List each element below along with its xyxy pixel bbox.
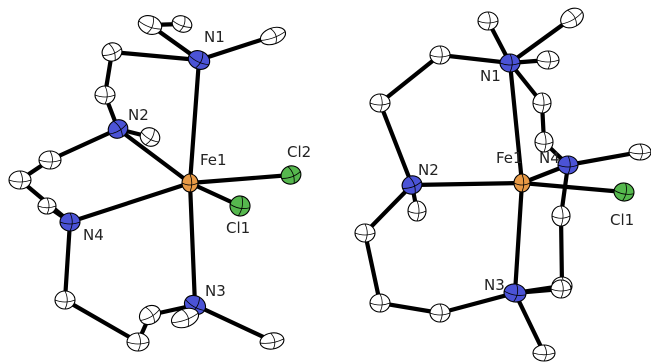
bond-Fe1-N1 — [507, 60, 525, 186]
bond-Fe1-Cl1 — [519, 180, 627, 195]
bond-N3-C10 — [512, 290, 547, 356]
atom-label-N2: N2 — [418, 161, 439, 179]
atom-N1 — [499, 53, 521, 73]
bond-N3-C11 — [437, 290, 518, 316]
atom-C6 — [628, 143, 651, 161]
bond-Fe1-Cl2 — [187, 172, 294, 186]
atom-C9 — [54, 290, 76, 310]
bond-N1-C2 — [507, 15, 575, 66]
bond-Fe1-N1 — [187, 57, 202, 186]
atom-label-Fe1: Fe1 — [496, 149, 523, 167]
atom-C7 — [8, 170, 32, 190]
bond-C9-C10 — [62, 297, 141, 345]
atom-C3 — [259, 26, 287, 46]
atom-Fe1 — [181, 173, 199, 193]
bond-C12-C13 — [362, 230, 383, 306]
atom-C13 — [354, 223, 376, 243]
atom-Fe1 — [513, 173, 531, 193]
bond-C16-N1 — [437, 52, 513, 66]
bond-C7-C8 — [558, 213, 565, 289]
atom-C11 — [138, 304, 162, 326]
atom-label-N4: N4 — [539, 149, 560, 167]
atom-C1 — [137, 15, 163, 35]
atom-C10 — [532, 344, 556, 362]
bond-N2-C6 — [47, 126, 121, 163]
atom-N2 — [107, 119, 129, 139]
atom-Cl2 — [280, 165, 302, 185]
atom-label-N3: N3 — [484, 276, 505, 294]
bond-N4-C9 — [62, 219, 73, 303]
atom-N2 — [401, 175, 423, 195]
atom-N4 — [59, 212, 81, 232]
atom-N4 — [557, 155, 579, 175]
bond-N2-C15 — [377, 100, 415, 188]
bond-Fe1-N3 — [512, 180, 525, 296]
atom-C14 — [407, 200, 427, 222]
atom-C11 — [429, 303, 451, 323]
atom-C2 — [101, 42, 123, 62]
bond-C15-C16 — [377, 52, 443, 106]
atom-N3 — [503, 283, 527, 303]
atom-C1 — [477, 11, 499, 31]
atom-label-Cl2: Cl2 — [287, 143, 311, 161]
bond-N3-C12 — [192, 302, 275, 344]
atom-C9 — [550, 279, 572, 299]
bond-Fe1-N4 — [67, 180, 193, 225]
atom-N1 — [187, 50, 211, 70]
atom-Cl1 — [613, 182, 635, 202]
atom-C2 — [560, 7, 584, 29]
atom-label-N4: N4 — [83, 226, 104, 244]
atom-C14 — [171, 15, 193, 33]
atom-label-Cl1: Cl1 — [610, 211, 634, 229]
atom-C13 — [170, 307, 200, 329]
bond-C13-N2 — [362, 182, 415, 236]
atom-label-N1: N1 — [204, 28, 225, 46]
atom-layer — [8, 15, 302, 352]
atom-C5 — [139, 127, 161, 147]
bond-Fe1-N2 — [115, 126, 193, 186]
atom-C5 — [534, 131, 554, 153]
atom-C7 — [551, 205, 571, 227]
atom-C3 — [536, 50, 560, 70]
atom-layer — [354, 7, 651, 362]
atom-C12 — [259, 332, 285, 350]
atom-C6 — [38, 150, 62, 170]
atom-C15 — [369, 93, 391, 113]
atom-C8 — [37, 197, 57, 215]
atom-label-N2: N2 — [128, 106, 149, 124]
atom-label-Fe1: Fe1 — [200, 151, 227, 169]
atom-label-N3: N3 — [205, 282, 226, 300]
atom-label-N1: N1 — [480, 67, 501, 85]
atom-C10 — [126, 332, 150, 352]
atom-label-Cl1: Cl1 — [226, 219, 250, 237]
bond-Fe1-N3 — [187, 180, 198, 308]
atom-C16 — [429, 45, 451, 65]
atom-C4 — [94, 85, 116, 105]
bond-N1-C2 — [109, 49, 202, 63]
atom-C12 — [369, 293, 391, 313]
bond-Fe1-N2 — [409, 180, 525, 188]
atom-C4 — [532, 92, 552, 114]
atom-Cl1 — [229, 195, 251, 217]
bond-N4-C6 — [565, 149, 643, 168]
